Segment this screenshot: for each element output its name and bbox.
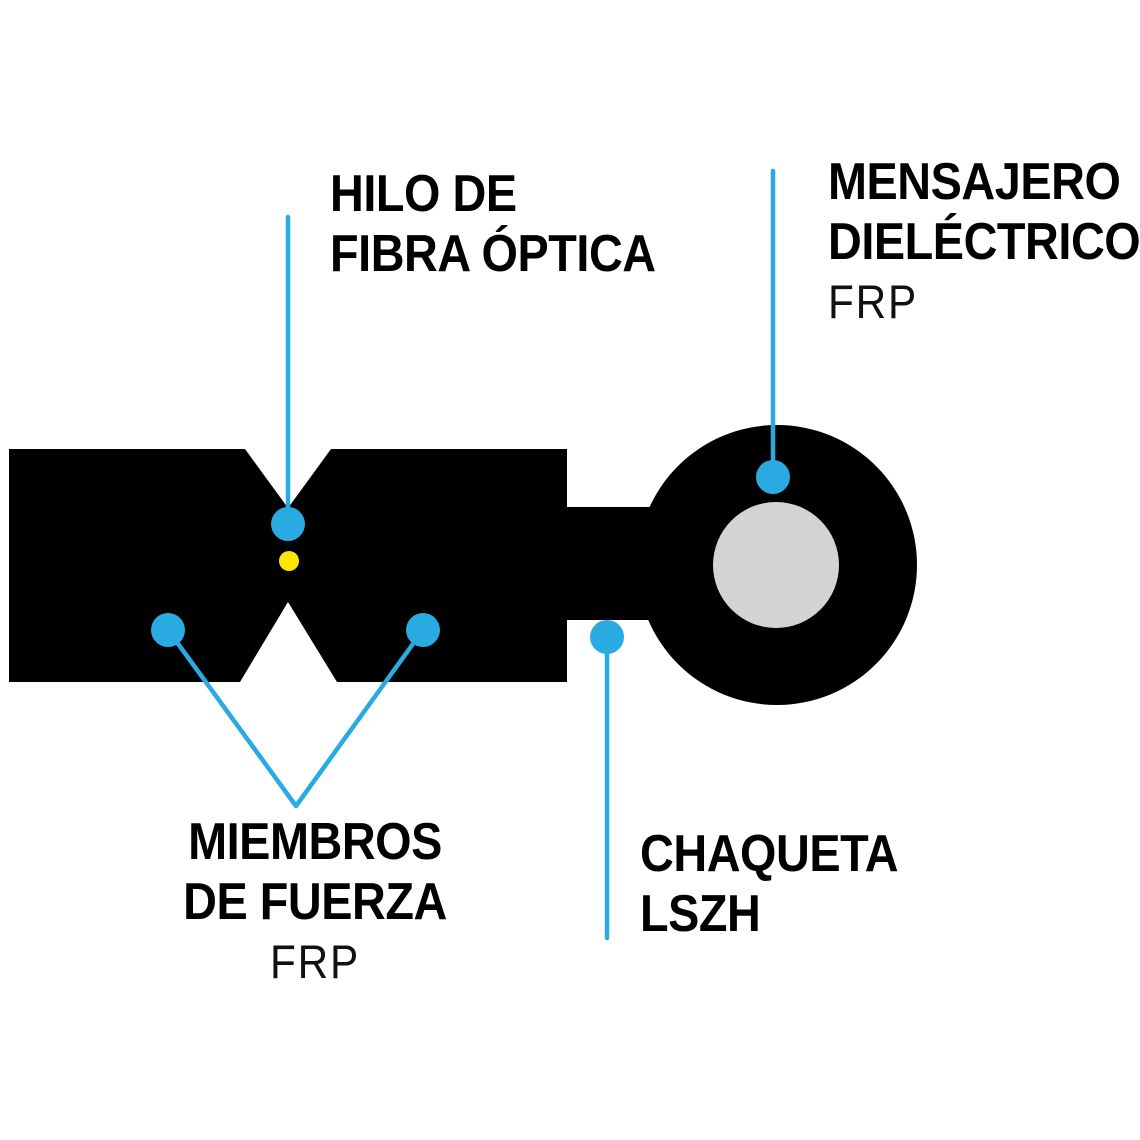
strength-material-label: FRP	[270, 935, 360, 988]
fiber-callout-dot	[271, 507, 305, 541]
strength-label-line1: MIEMBROS	[188, 813, 442, 871]
strength-member-left-callout-dot	[151, 613, 185, 647]
jacket-callout-dot	[590, 620, 624, 654]
messenger-core-circle	[713, 502, 839, 628]
strength-member-right-callout-dot	[406, 613, 440, 647]
messenger-label-line2: DIELÉCTRICO	[828, 213, 1140, 271]
strength-members-label: MIEMBROS DE FUERZA FRP	[167, 812, 464, 992]
strength-label-line2: DE FUERZA	[183, 873, 447, 931]
messenger-label-line1: MENSAJERO	[828, 153, 1121, 211]
fiber-label-line2: FIBRA ÓPTICA	[330, 225, 656, 283]
jacket-label: CHAQUETA LSZH	[640, 824, 899, 944]
fiber-label: HILO DE FIBRA ÓPTICA	[330, 164, 656, 284]
jacket-label-line1: CHAQUETA	[640, 825, 899, 883]
fiber-label-line1: HILO DE	[330, 165, 517, 223]
optical-fiber-dot	[279, 551, 299, 571]
strength-members-leader-line	[165, 627, 426, 809]
messenger-material-label: FRP	[828, 275, 918, 328]
messenger-callout-dot	[756, 460, 790, 494]
messenger-label: MENSAJERO DIELÉCTRICO FRP	[828, 152, 1140, 332]
jacket-label-line2: LSZH	[640, 885, 761, 943]
